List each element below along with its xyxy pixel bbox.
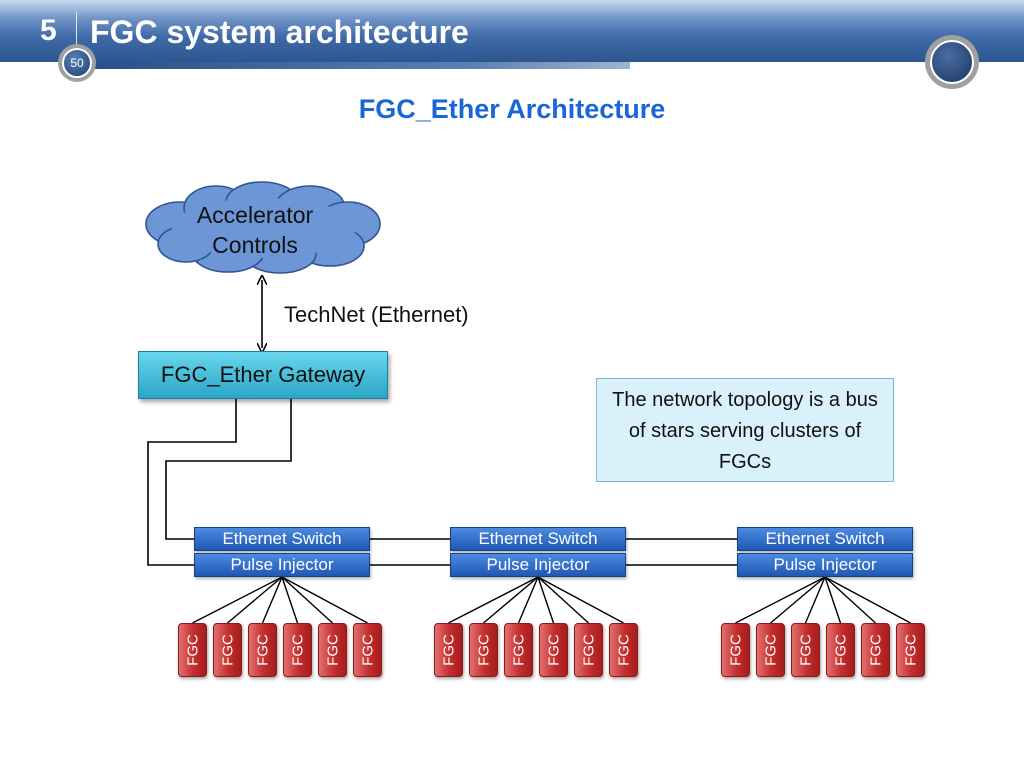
fan-line [824,576,876,624]
fgc-1-1: FGC [178,623,207,677]
pulse-injector-3: Pulse Injector [737,553,913,577]
fgc-2-3: FGC [504,623,533,677]
fgc-3-3: FGC [791,623,820,677]
fgc-3-6: FGC [896,623,925,677]
fan-line [281,576,368,624]
corner-circle-decoration [930,40,974,84]
slide-title: FGC_Ether Architecture [358,94,666,124]
fan-line [537,576,555,624]
fgc-fan-lines [192,576,911,624]
fgc-3-2: FGC [756,623,785,677]
fgc-3-4: FGC [826,623,855,677]
fgc-1-6: FGC [353,623,382,677]
fgc-2-1: FGC [434,623,463,677]
cloud-label-line2: Controls [212,232,298,258]
fan-line [192,576,283,624]
fgc-2-4: FGC [539,623,568,677]
fgc-1-2: FGC [213,623,242,677]
fgc-1-4: FGC [283,623,312,677]
fan-line [281,576,333,624]
fan-line [735,576,826,624]
fan-line [483,576,539,624]
fan-line [537,576,624,624]
fgc-3-1: FGC [721,623,750,677]
technet-label: TechNet (Ethernet) [284,302,469,327]
fgc-1-5: FGC [318,623,347,677]
fan-line [537,576,589,624]
header-underline [90,62,630,69]
fan-line [824,576,842,624]
fgc-2-5: FGC [574,623,603,677]
fan-line [804,576,826,624]
fan-line [281,576,299,624]
topology-note: The network topology is a bus of stars s… [596,378,894,482]
slide-header [0,0,1024,62]
fan-line [517,576,539,624]
header-title: FGC system architecture [90,14,469,50]
fan-line [770,576,826,624]
ethernet-switch-2: Ethernet Switch [450,527,626,551]
gateway-to-injector-line [147,399,237,566]
fgc-2-6: FGC [609,623,638,677]
fgc-2-2: FGC [469,623,498,677]
gateway-to-switch-line [165,399,292,540]
pulse-injector-2: Pulse Injector [450,553,626,577]
page-number-badge: 50 [62,48,92,78]
fan-line [824,576,911,624]
ethernet-switch-1: Ethernet Switch [194,527,370,551]
fgc-ether-gateway-box: FGC_Ether Gateway [138,351,388,399]
fan-line [448,576,539,624]
fan-line [227,576,283,624]
fgc-3-5: FGC [861,623,890,677]
fgc-1-3: FGC [248,623,277,677]
cloud-shape [145,181,381,274]
header-separator [76,12,77,50]
cloud-label-line1: Accelerator [196,202,314,228]
cloud-label: Accelerator Controls [170,200,340,260]
fan-line [261,576,283,624]
pulse-injector-1: Pulse Injector [194,553,370,577]
section-number: 5 [40,14,57,47]
ethernet-switch-3: Ethernet Switch [737,527,913,551]
